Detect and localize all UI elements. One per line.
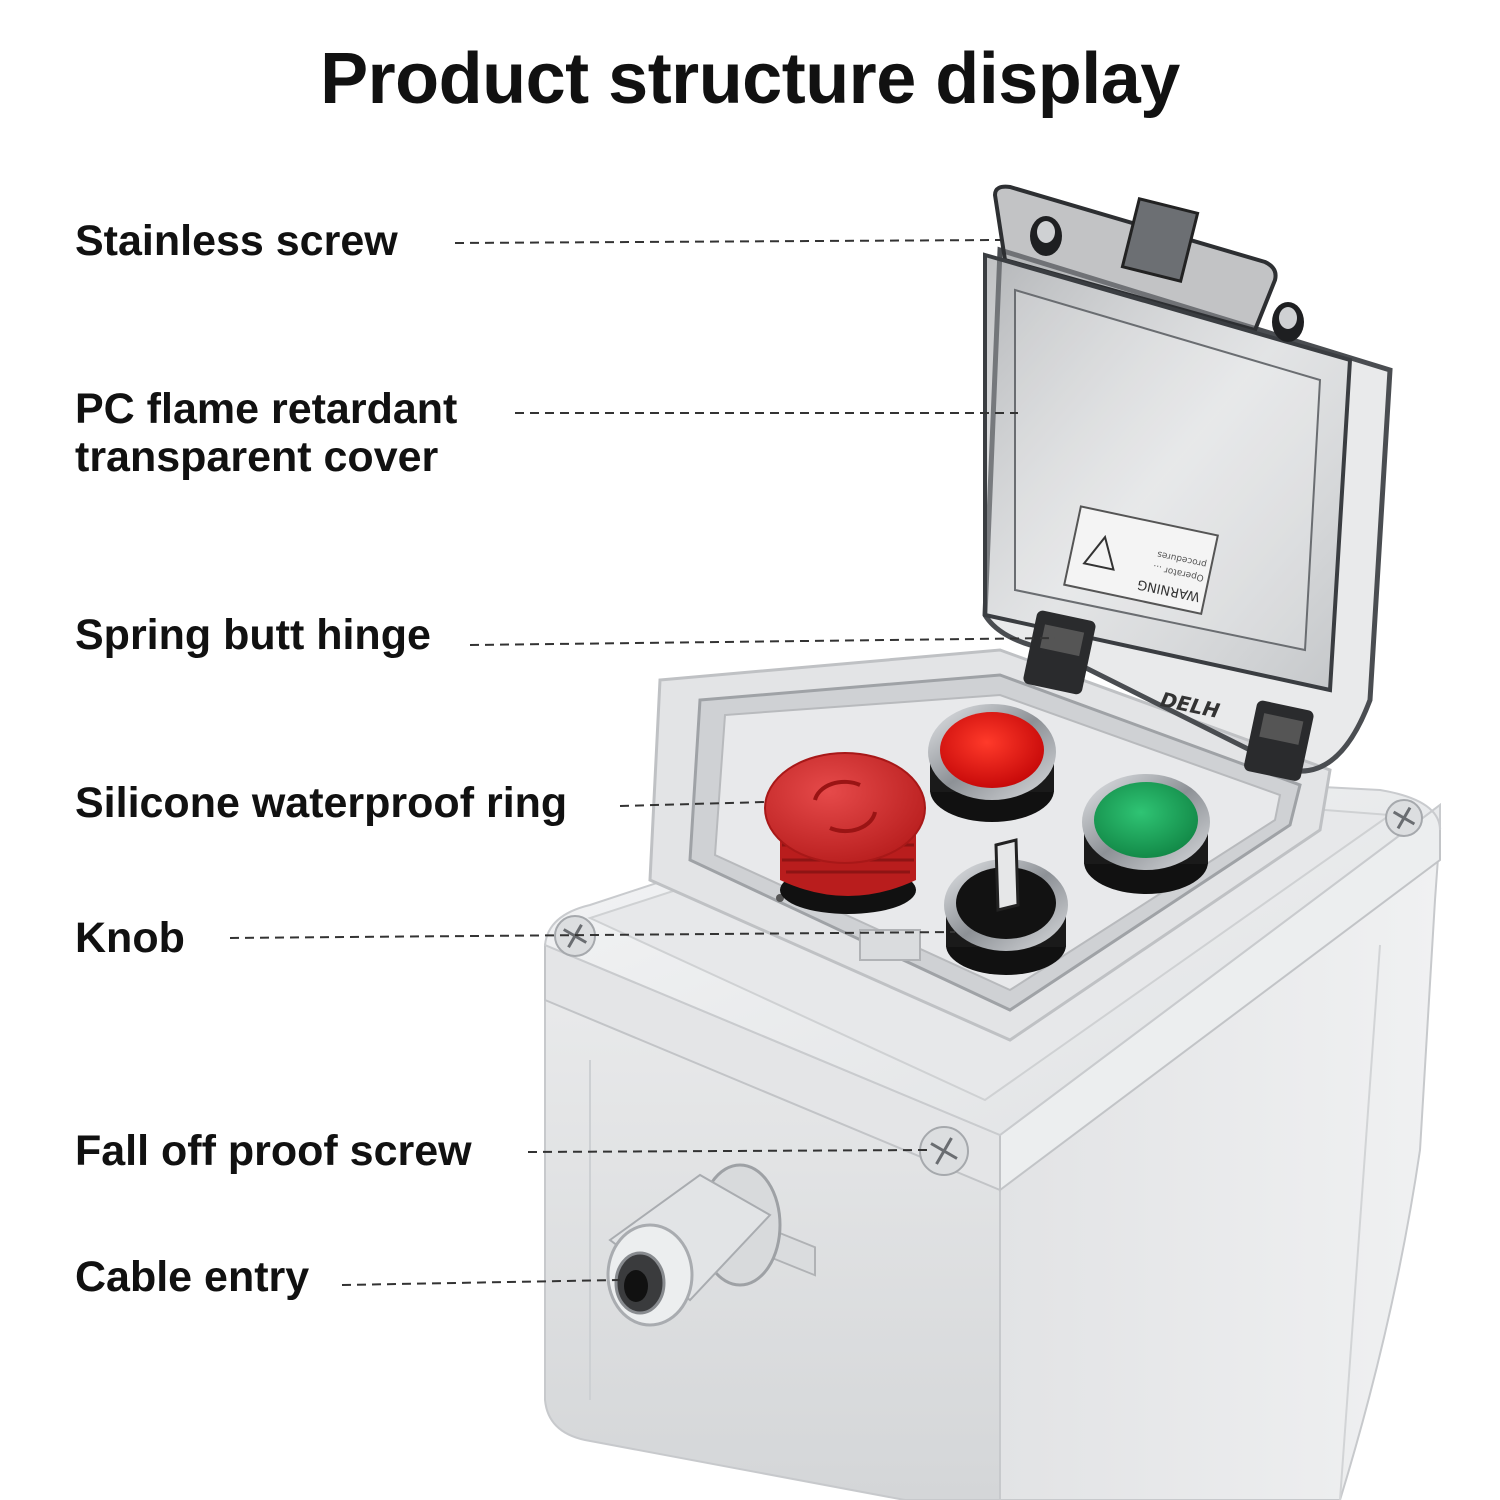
cable-entry-gland	[606, 1163, 782, 1327]
latch	[1120, 196, 1200, 284]
cover-screw-right	[1272, 302, 1304, 342]
leader-spring-hinge	[469, 637, 1056, 646]
leader-fall-off-screw	[527, 1149, 929, 1153]
label-spring-hinge: Spring butt hinge	[75, 611, 431, 659]
warning-sticker: WARNING Operator ... procedures	[1063, 505, 1220, 615]
leader-silicone-ring	[619, 801, 766, 807]
label-pc-cover-line2: transparent cover	[75, 433, 439, 481]
cover-screw-left	[1030, 216, 1062, 256]
label-knob: Knob	[75, 914, 185, 962]
label-pc-cover-line1: PC flame retardant	[75, 385, 458, 433]
label-stainless-screw: Stainless screw	[75, 217, 398, 265]
side-rib	[1339, 944, 1381, 1500]
label-pc-cover: PC flame retardant transparent cover	[75, 385, 457, 481]
emergency-stop-button	[764, 752, 926, 914]
green-push-button	[1082, 774, 1210, 894]
spring-hinge-left	[1023, 610, 1096, 695]
label-fall-off-screw: Fall off proof screw	[75, 1127, 472, 1175]
leader-stainless-screw	[454, 239, 1001, 244]
indicator-dot	[776, 894, 784, 902]
label-silicone-ring: Silicone waterproof ring	[75, 779, 568, 827]
page-title: Product structure display	[320, 39, 1180, 119]
leader-lines	[229, 239, 1056, 1286]
fall-off-proof-screw	[919, 1126, 969, 1176]
clip-right	[859, 929, 921, 961]
leader-cable-entry	[341, 1279, 621, 1286]
spring-hinge-right	[1244, 700, 1314, 781]
selector-knob	[944, 838, 1068, 975]
housing-screw-right	[1385, 799, 1423, 837]
red-push-button	[928, 704, 1056, 822]
housing-side-face	[999, 827, 1442, 1500]
leader-knob	[229, 931, 956, 939]
label-cable-entry: Cable entry	[75, 1253, 310, 1301]
